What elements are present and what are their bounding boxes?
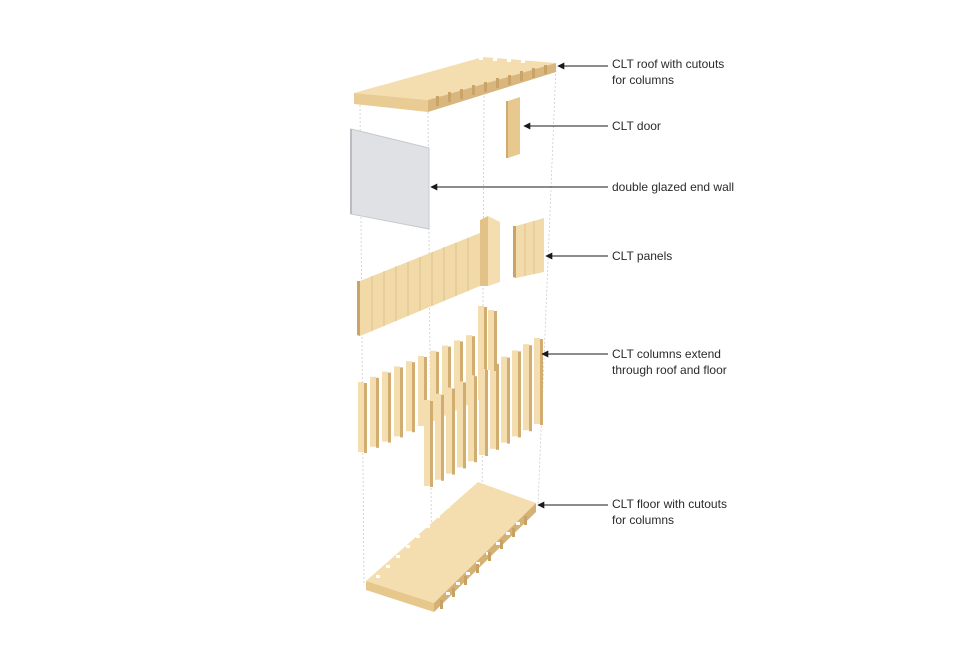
- clt-column: [394, 366, 403, 438]
- label-door-line-1: CLT door: [612, 119, 661, 133]
- clt-roof: [354, 51, 556, 112]
- glazed-end-wall: [350, 128, 430, 230]
- clt-column: [430, 350, 439, 422]
- clt-column: [457, 381, 466, 469]
- label-roof-line-2: for columns: [612, 73, 675, 87]
- label-roof: CLT roof with cutouts for columns: [612, 56, 724, 88]
- label-roof-line-1: CLT roof with cutouts: [612, 57, 725, 71]
- clt-column: [488, 310, 497, 371]
- clt-column: [382, 371, 391, 443]
- clt-columns: [358, 306, 543, 487]
- clt-floor: [366, 482, 536, 612]
- clt-column: [512, 350, 521, 438]
- clt-column: [468, 375, 477, 463]
- clt-column: [466, 335, 475, 407]
- label-columns-line-1: CLT columns extend: [612, 347, 721, 361]
- label-columns-line-2: through roof and floor: [612, 363, 727, 377]
- clt-column: [442, 345, 451, 417]
- clt-column: [501, 356, 510, 444]
- label-panels-line-1: CLT panels: [612, 249, 673, 263]
- label-glazing-line-1: double glazed end wall: [612, 180, 735, 194]
- clt-column: [435, 393, 444, 481]
- clt-column: [370, 376, 379, 448]
- clt-column: [454, 340, 463, 412]
- label-columns: CLT columns extend through roof and floo…: [612, 346, 727, 378]
- clt-door: [506, 97, 520, 158]
- clt-column: [418, 356, 427, 427]
- leader-lines: [430, 62, 608, 509]
- clt-column: [478, 306, 487, 367]
- label-floor: CLT floor with cutouts for columns: [612, 496, 727, 528]
- clt-column: [490, 362, 499, 450]
- label-door: CLT door: [612, 118, 661, 134]
- label-floor-line-1: CLT floor with cutouts: [612, 497, 727, 511]
- label-floor-line-2: for columns: [612, 513, 675, 527]
- clt-column: [479, 369, 488, 456]
- clt-panels: [357, 216, 544, 336]
- clt-column: [446, 387, 455, 475]
- clt-column: [406, 361, 415, 433]
- clt-column: [358, 382, 367, 453]
- label-panels: CLT panels: [612, 248, 672, 264]
- clt-column: [424, 400, 433, 487]
- clt-column: [523, 344, 532, 432]
- label-glazing: double glazed end wall: [612, 179, 734, 195]
- clt-column: [534, 338, 543, 425]
